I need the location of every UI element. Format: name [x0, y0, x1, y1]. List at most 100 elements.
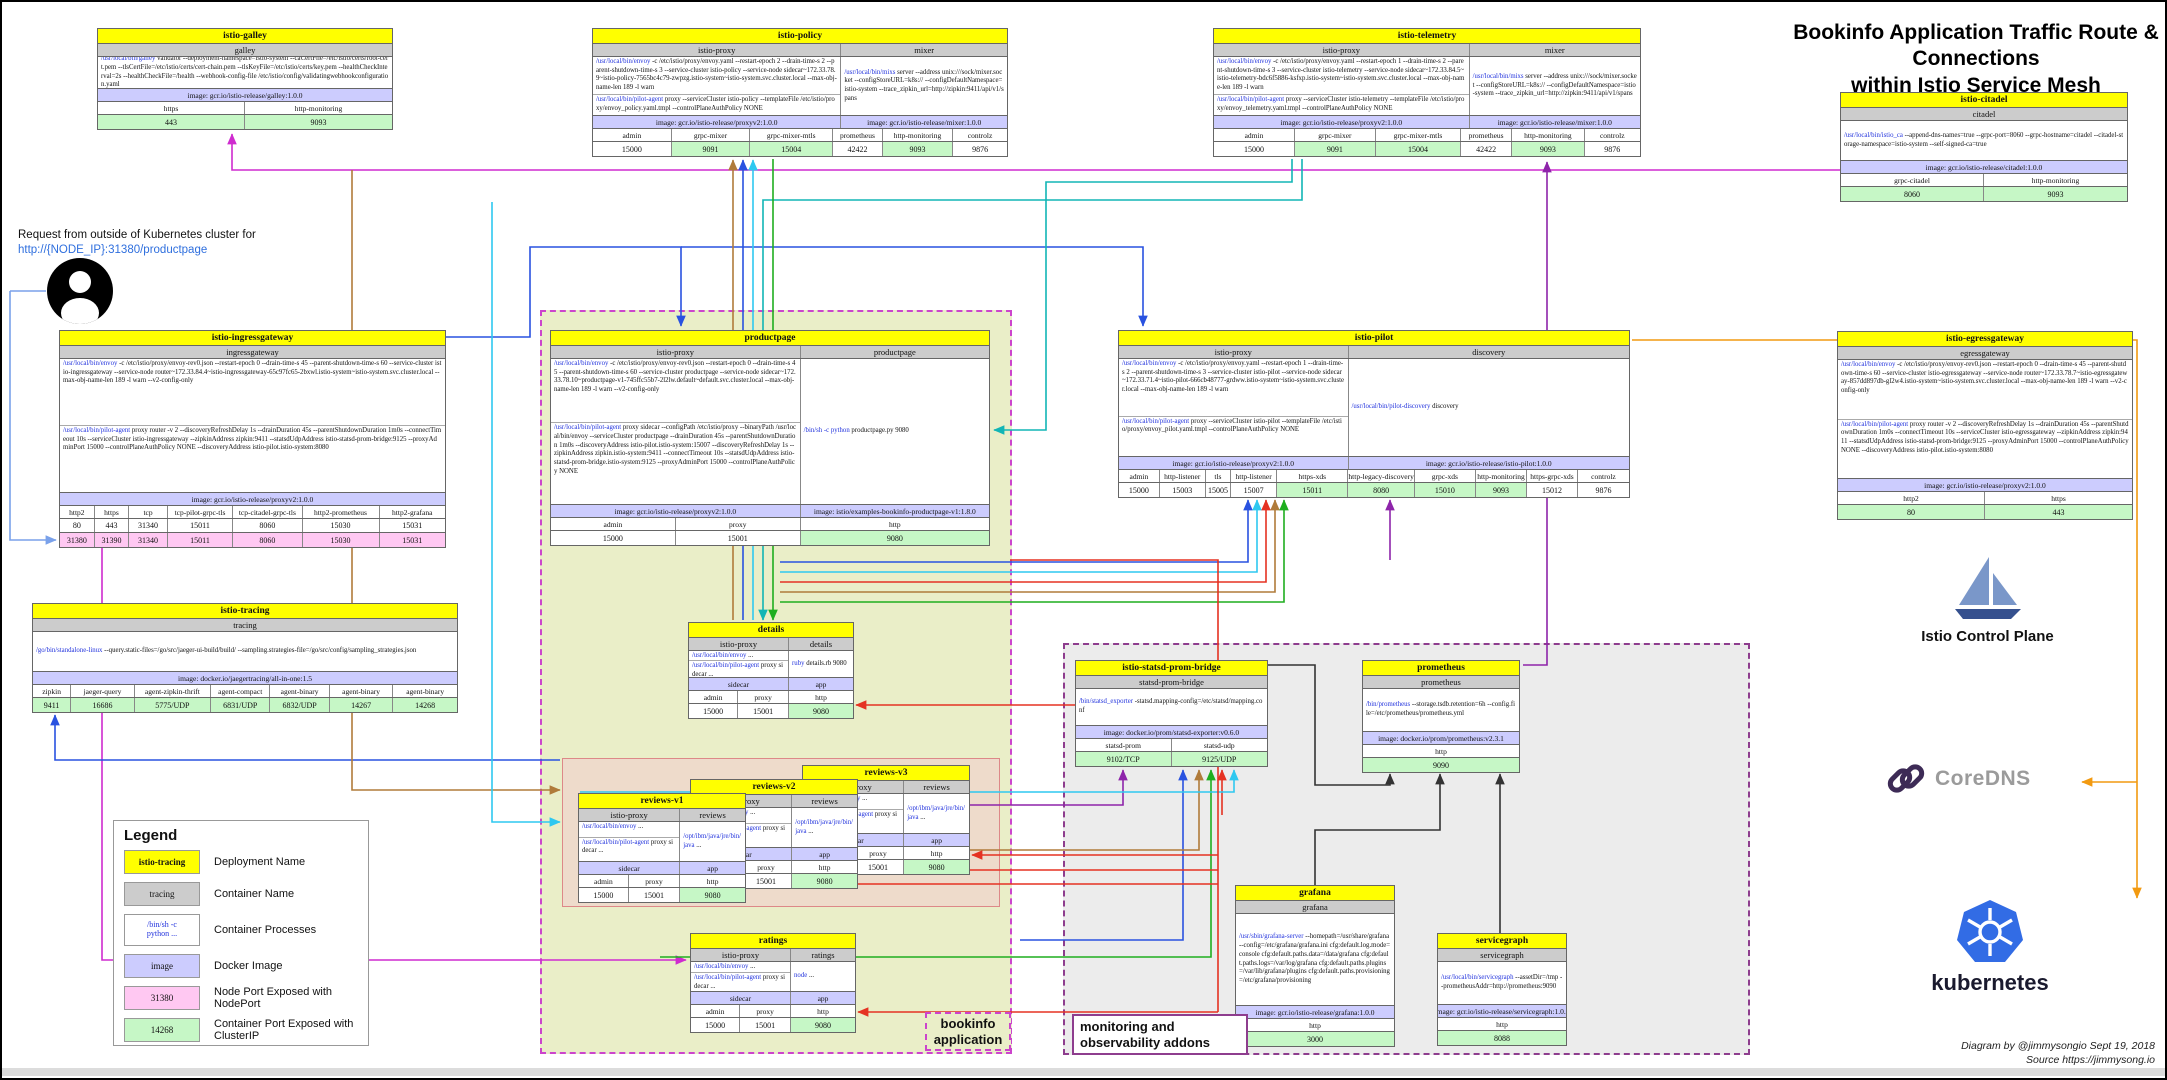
- port-value: 9876: [953, 142, 1007, 156]
- istio-statsd-prom-bridge-container-statsd-prom-bridge: statsd-prom-bridge: [1076, 676, 1267, 688]
- process-text: /usr/local/bin/envoy ...: [579, 822, 680, 838]
- docker-image: image: gcr.io/istio-release/citadel:1.0.…: [1841, 161, 2127, 173]
- port-value: 15001: [740, 874, 793, 888]
- legend-swatch-clusterip: 14268: [124, 1018, 200, 1042]
- ratings-title: ratings: [691, 934, 855, 949]
- prometheus-container-prometheus: prometheus: [1363, 676, 1519, 688]
- port-name: tcp-pilot-grpc-tls: [167, 506, 234, 518]
- port-name: zipkin: [33, 685, 72, 697]
- port-value: 14268: [393, 698, 457, 712]
- istio-galley-images: image: gcr.io/istio-release/galley:1.0.0: [98, 89, 392, 102]
- port-value: 443: [94, 519, 130, 532]
- process-command: /bin/sh -c python: [803, 427, 850, 435]
- port-name: tcp-citadel-grpc-tls: [233, 506, 303, 518]
- istio-logo-icon: [1955, 555, 2021, 626]
- ratings-container-ratings: ratings: [791, 949, 855, 961]
- process-command: /usr/local/bin/pilot-agent: [1122, 417, 1190, 425]
- servicegraph-proc-col: /usr/local/bin/servicegraph --assetDir=/…: [1438, 962, 1566, 1004]
- port-name: http-listener: [1159, 470, 1206, 482]
- docker-image: image: istio/examples-bookinfo-productpa…: [800, 505, 989, 517]
- kubernetes-logo: kubernetes: [1915, 898, 2065, 996]
- port-name: http-monitoring: [882, 129, 954, 141]
- port-name: proxy: [675, 518, 801, 530]
- process-text: /bin/prometheus --storage.tsdb.retention…: [1366, 701, 1515, 717]
- port-name: admin: [551, 518, 676, 530]
- process-command: /usr/local/bin/galley: [101, 57, 156, 63]
- port-name: admin: [579, 875, 629, 887]
- process-command: /usr/local/bin/mixs: [1472, 72, 1524, 80]
- process-command: /usr/local/bin/envoy: [582, 823, 637, 830]
- process-text: /usr/local/bin/pilot-agent proxy --servi…: [1122, 417, 1342, 434]
- legend-swatch-deployment: istio-tracing: [124, 850, 200, 874]
- port-name: proxy: [628, 875, 681, 887]
- port-value: 15010: [1414, 483, 1476, 497]
- port-name: grpc-mixer-mtls: [1375, 129, 1462, 141]
- port-value: 15001: [628, 888, 681, 902]
- port-name: controlz: [953, 129, 1007, 141]
- servicegraph-port-values: 8088: [1438, 1031, 1566, 1045]
- port-name: prometheus: [1461, 129, 1513, 141]
- port-value: 15004: [1375, 142, 1462, 156]
- process-text: /usr/local/bin/envoy -c /etc/istio/proxy…: [593, 57, 841, 96]
- docker-image: image: gcr.io/istio-release/mixer:1.0.0: [841, 116, 1007, 128]
- istio-egressgateway-images: image: gcr.io/istio-release/proxyv2:1.0.…: [1838, 479, 2132, 492]
- docker-image: image: gcr.io/istio-release/proxyv2:1.0.…: [551, 505, 801, 517]
- istio-telemetry-images: image: gcr.io/istio-release/proxyv2:1.0.…: [1214, 116, 1640, 129]
- port-value: 9091: [671, 142, 751, 156]
- port-name: http-monitoring: [1475, 470, 1527, 482]
- port-value: 80: [60, 519, 95, 532]
- productpage-url-link[interactable]: http://{NODE_IP}:31380/productpage: [18, 243, 208, 256]
- process-command: /usr/local/bin/pilot-agent: [596, 96, 664, 104]
- port-value: 15011: [1277, 483, 1349, 497]
- process-command: /opt/ibm/java/jre/bin/java: [683, 832, 742, 849]
- process-text: node ...: [794, 972, 815, 980]
- port-name: agent-compact: [211, 685, 271, 697]
- docker-image: image: docker.io/prom/statsd-exporter:v0…: [1076, 726, 1267, 738]
- productpage-images: image: gcr.io/istio-release/proxyv2:1.0.…: [551, 505, 989, 518]
- istio-statsd-prom-bridge-images: image: docker.io/prom/statsd-exporter:v0…: [1076, 726, 1267, 739]
- docker-image: app: [789, 678, 853, 690]
- process-text: /usr/local/bin/pilot-agent proxy sidecar…: [582, 838, 673, 855]
- port-name: grpc-mixer-mtls: [750, 129, 834, 141]
- process-command: /usr/local/bin/mixs: [844, 68, 896, 76]
- productpage-container-istio-proxy: istio-proxy: [551, 346, 801, 358]
- port-name: http-legacy-discovery: [1348, 470, 1415, 482]
- istio-egressgateway-title: istio-egressgateway: [1838, 332, 2132, 347]
- reviews-v3-title: reviews-v3: [803, 766, 969, 781]
- details-container-istio-proxy: istio-proxy: [689, 638, 790, 650]
- servicegraph-images: image: gcr.io/istio-release/servicegraph…: [1438, 1005, 1566, 1018]
- process-text: /usr/local/bin/pilot-agent proxy --servi…: [1217, 96, 1465, 112]
- port-name: statsd-udp: [1171, 739, 1267, 751]
- reviews-v1-proc-col: /opt/ibm/java/jre/bin/java ...: [680, 822, 745, 861]
- legend-item-container: tracing Container Name: [124, 882, 358, 906]
- bottom-scroll-strip[interactable]: [2, 1068, 2165, 1076]
- legend-swatch-process: /bin/sh -c python ...: [124, 914, 200, 946]
- process-text: /usr/local/bin/envoy ...: [689, 651, 789, 661]
- process-text: /usr/local/bin/istio_ca --append-dns-nam…: [1844, 131, 2124, 148]
- ratings-proc-col: node ...: [791, 962, 855, 991]
- port-name: https: [1985, 492, 2132, 504]
- port-name: controlz: [1584, 129, 1640, 141]
- port-value: 42422: [1461, 142, 1513, 156]
- servicegraph-container-servicegraph: servicegraph: [1438, 949, 1566, 961]
- istio-telemetry-container-istio-proxy: istio-proxy: [1214, 44, 1470, 56]
- process-command: /usr/local/bin/envoy: [596, 58, 651, 65]
- process-command: /opt/ibm/java/jre/bin/java: [795, 818, 854, 835]
- port-value: 15004: [750, 142, 834, 156]
- legend-swatch-nodeport: 31380: [124, 986, 200, 1010]
- process-command: node: [794, 972, 808, 980]
- docker-image: image: gcr.io/istio-release/servicegraph…: [1438, 1005, 1566, 1017]
